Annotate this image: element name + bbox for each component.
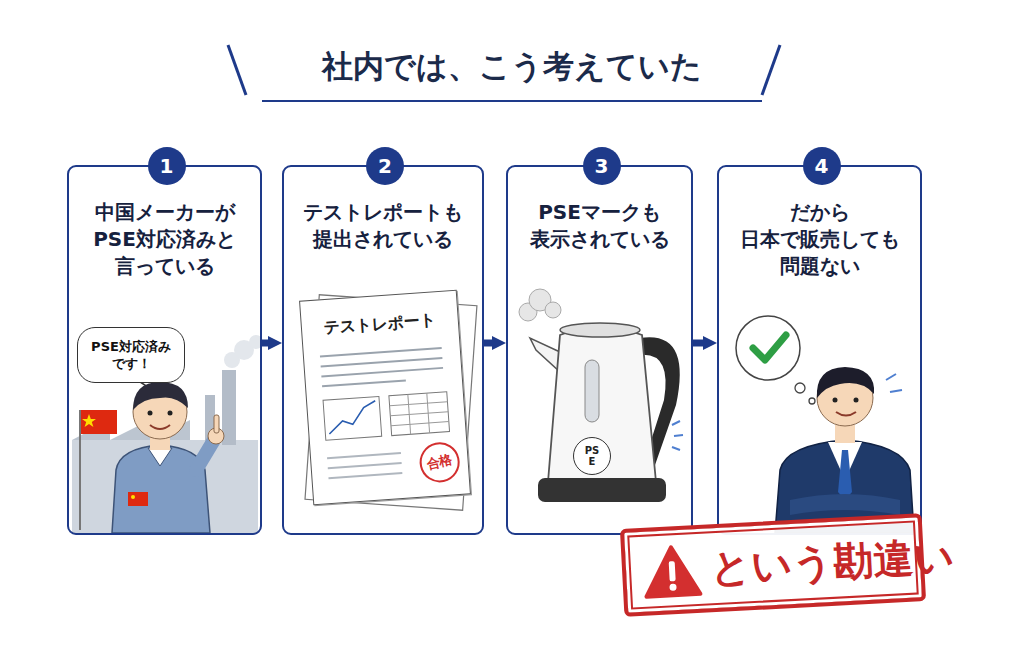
report-text-line — [328, 473, 402, 478]
report-table — [389, 392, 450, 436]
warning-bar — [669, 561, 676, 581]
step-number-text: 1 — [160, 154, 174, 178]
thought-bubble-part — [753, 335, 786, 360]
kettle-illustration-part — [548, 327, 656, 483]
step-box: 中国メーカーが PSE対応済みと 言っている1PSE対応済み です！ — [67, 165, 262, 535]
test-report-sheet: テストレポート合格 — [299, 290, 471, 506]
step-number-text: 4 — [815, 154, 829, 178]
kettle-illustration-part — [585, 360, 599, 422]
factory-illustration-part — [72, 440, 258, 533]
pse-mark-text: PSE — [584, 445, 600, 467]
report-text-line — [328, 463, 402, 468]
businessman-figure — [775, 367, 914, 533]
step-text: だから 日本で販売しても 問題ない — [719, 199, 920, 280]
worker-figure — [112, 382, 224, 533]
title-decoration-part — [762, 45, 780, 95]
businessman-figure-part — [835, 425, 855, 443]
speech-bubble: PSE対応済み です！ — [77, 327, 185, 383]
step-box: テストレポートも 提出されている2テストレポート合格 — [282, 165, 484, 535]
step-text: 中国メーカーが PSE対応済みと 言っている — [69, 199, 260, 280]
kettle-illustration-part — [672, 421, 683, 450]
misconception-stamp-text: という勘違い — [709, 528, 956, 596]
thought-bubble-part — [809, 398, 815, 404]
report-text-line — [320, 348, 442, 357]
kettle-illustration — [519, 289, 683, 502]
step-number: 1 — [148, 147, 186, 185]
step-box: だから 日本で販売しても 問題ない4 — [717, 165, 922, 535]
report-table-part — [390, 412, 448, 416]
title-decoration-part — [262, 100, 762, 102]
report-contents — [300, 291, 469, 503]
thought-bubble-part — [886, 374, 902, 392]
report-text-line — [321, 368, 443, 377]
report-table-part — [391, 422, 449, 426]
worker-figure-part — [148, 448, 172, 466]
pass-seal: 合格 — [416, 439, 463, 486]
speech-bubble-text: PSE対応済み です！ — [78, 338, 184, 372]
step-text: PSEマークも 表示されている — [508, 199, 691, 253]
worker-figure-part — [150, 425, 170, 429]
businessman-figure-part — [833, 398, 838, 403]
factory-illustration-part — [81, 410, 117, 434]
report-chart-frame — [323, 396, 382, 440]
thought-bubble — [736, 316, 902, 404]
worker-figure-part — [148, 411, 153, 416]
worker-figure-part — [168, 411, 173, 416]
flow-arrow — [693, 340, 703, 347]
businessman-figure-part — [836, 412, 856, 416]
kettle-illustration-part — [560, 323, 640, 337]
kettle-illustration-part — [538, 478, 666, 502]
report-table-part — [389, 392, 450, 436]
report-chart-line — [327, 401, 377, 434]
step-box: PSEマークも 表示されている3PSE — [506, 165, 693, 535]
kettle-illustration-part — [530, 338, 560, 372]
businessman-figure-part — [817, 367, 874, 398]
warning-dot — [669, 584, 676, 591]
test-report-sheet-text: テストレポート — [301, 309, 458, 341]
worker-figure-part — [128, 492, 148, 506]
title-decoration-part — [228, 45, 246, 95]
report-text-line — [321, 358, 443, 367]
businessman-figure-part — [854, 398, 859, 403]
step-number: 4 — [803, 147, 841, 185]
worker-figure-part — [133, 382, 188, 410]
report-table-part — [408, 394, 411, 434]
step-number-text: 3 — [595, 154, 609, 178]
diagram-title: 社内では、こう考えていた — [0, 46, 1024, 88]
report-table-part — [427, 393, 430, 433]
flow-arrow — [484, 340, 492, 347]
worker-figure-part — [214, 415, 219, 433]
worker-figure-part — [196, 440, 214, 470]
factory-illustration-part — [82, 414, 96, 427]
misconception-stamp: という勘違い — [620, 513, 926, 617]
report-table-part — [390, 402, 448, 406]
worker-figure-part — [131, 495, 135, 499]
step-number: 2 — [366, 147, 404, 185]
step-number-text: 2 — [378, 154, 392, 178]
report-text-line — [322, 381, 406, 387]
thought-bubble-part — [795, 383, 805, 393]
businessman-figure-part — [838, 450, 852, 500]
businessman-figure-part — [790, 494, 900, 515]
step-text: テストレポートも 提出されている — [284, 199, 482, 253]
flow-arrow — [262, 340, 268, 347]
warning-icon — [641, 543, 704, 600]
kettle-illustration-part — [545, 302, 561, 318]
thought-bubble-part — [736, 316, 800, 380]
warning-triangle — [644, 546, 700, 597]
pse-mark: PSE — [573, 437, 611, 475]
pass-seal-text: 合格 — [425, 451, 454, 474]
step-number: 3 — [583, 147, 621, 185]
factory-illustration-part — [79, 410, 81, 530]
report-text-line — [327, 453, 401, 458]
